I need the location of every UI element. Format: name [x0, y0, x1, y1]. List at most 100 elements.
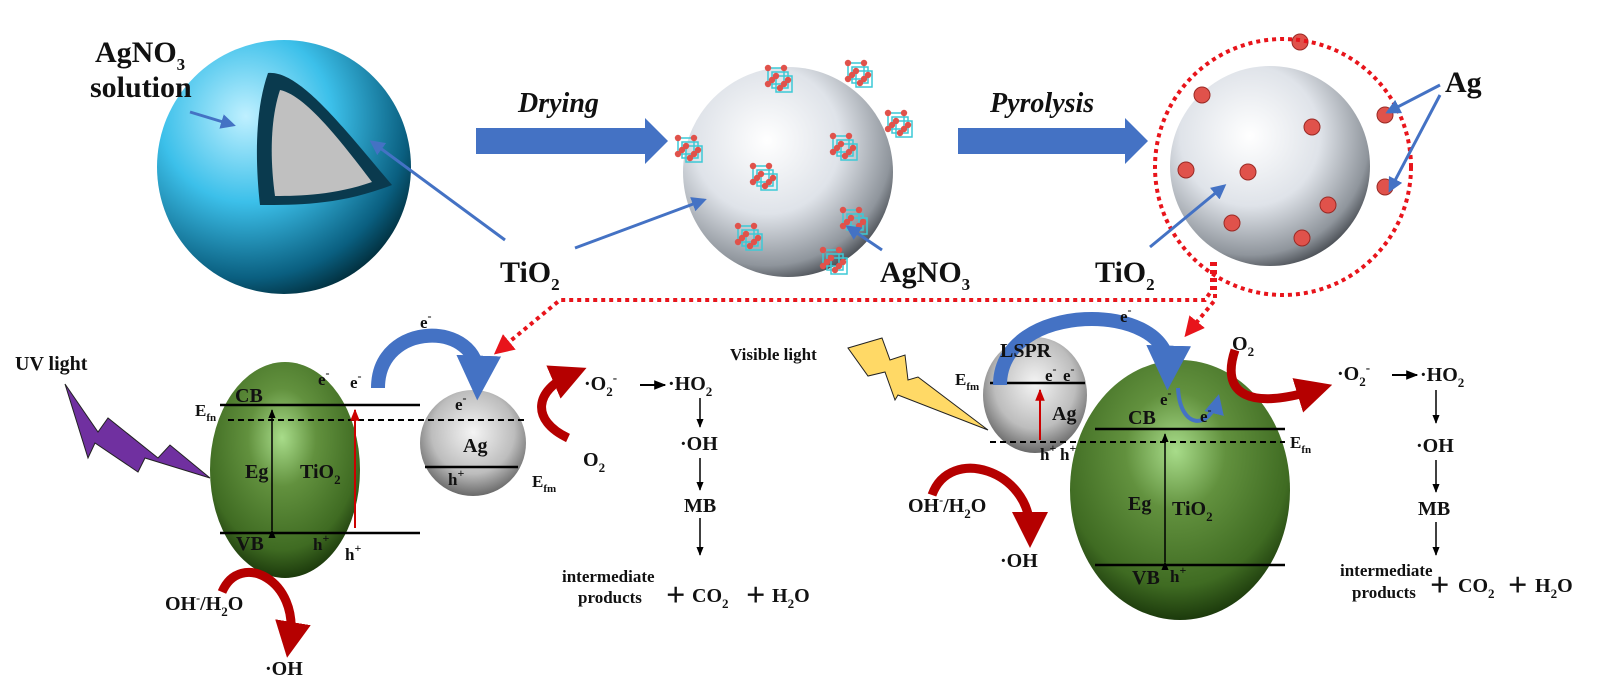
svg-text:e-: e-: [1120, 303, 1132, 326]
svg-text:intermediate: intermediate: [1340, 561, 1433, 580]
svg-text:e-: e-: [420, 309, 432, 332]
pointer-arrow: [574, 197, 707, 250]
uv-lightning-icon: [64, 383, 211, 479]
visible-light-label: Visible light: [730, 345, 817, 364]
ag-nanoparticle: [1177, 161, 1195, 179]
svg-text:·HO2: ·HO2: [668, 373, 712, 399]
svg-text:CO2: CO2: [1458, 575, 1495, 601]
svg-text:Efn: Efn: [1290, 433, 1311, 456]
agno3-crystal-icon: [734, 222, 763, 251]
svg-text:h+: h+: [313, 531, 329, 554]
svg-text:Ag: Ag: [463, 435, 487, 457]
zoom-highlight-circle: [1153, 37, 1413, 297]
svg-text:e-: e-: [1160, 386, 1172, 409]
svg-text:products: products: [1352, 583, 1416, 602]
electron-transfer-arrow: [993, 312, 1191, 391]
svg-text:intermediate: intermediate: [562, 567, 655, 586]
svg-text:TiO2: TiO2: [1172, 498, 1213, 524]
svg-text:OH-/H2O: OH-/H2O: [908, 493, 986, 521]
svg-text:·OH: ·OH: [1000, 550, 1038, 572]
agno3-crystal-icon: [749, 162, 778, 191]
svg-text:H2O: H2O: [1535, 575, 1573, 601]
svg-text:VB: VB: [236, 533, 264, 555]
svg-text:·OH: ·OH: [1416, 435, 1454, 457]
svg-text:Efn: Efn: [195, 401, 216, 424]
svg-text:e-: e-: [318, 366, 330, 389]
pointer-arrow: [1388, 94, 1442, 193]
svg-text:CO2: CO2: [692, 585, 729, 611]
tio2-particle: [210, 362, 360, 578]
agno3-solution-sphere: [157, 40, 411, 294]
pointer-arrow: [1149, 184, 1227, 249]
svg-text:·HO2: ·HO2: [1420, 364, 1464, 390]
hole-oxidation-arrow: [217, 568, 311, 658]
pointer-arrow: [845, 225, 883, 252]
svg-text:H2O: H2O: [772, 585, 810, 611]
svg-text:h+: h+: [345, 541, 361, 564]
dotted-arrow-to-visible: [1184, 262, 1217, 338]
svg-text:h+: h+: [1040, 441, 1056, 464]
svg-text:e-: e-: [1200, 403, 1212, 426]
pyrolysis-arrow: [958, 118, 1148, 164]
ag-nanoparticle: [1223, 214, 1241, 232]
agno3-label: AgNO3: [880, 256, 970, 294]
pointer-arrow: [189, 110, 236, 129]
oxygen-reduction-arrow: [1226, 348, 1333, 413]
svg-text:Eg: Eg: [245, 461, 268, 483]
ag-nanoparticle: [1291, 33, 1309, 51]
electron-transfer-small-arrow: [1176, 387, 1224, 423]
svg-text:e-: e-: [1045, 362, 1057, 385]
hole-oxidation-arrow: [927, 463, 1048, 548]
agno3-crystal-icon: [819, 246, 848, 275]
ag-nanoparticle: [1319, 196, 1337, 214]
svg-text:h+: h+: [448, 466, 464, 489]
svg-text:MB: MB: [1418, 498, 1450, 520]
svg-text:·OH: ·OH: [680, 433, 718, 455]
svg-text:h+: h+: [1060, 441, 1076, 464]
tio2-label: TiO2: [1095, 256, 1155, 294]
dotted-arrow-to-uv: [493, 262, 1214, 355]
svg-text:TiO2: TiO2: [300, 461, 341, 487]
drying-arrow: [476, 118, 668, 164]
svg-text:products: products: [578, 588, 642, 607]
tio2-particle: [1070, 360, 1290, 620]
svg-text:+: +: [1430, 567, 1449, 604]
svg-text:MB: MB: [684, 495, 716, 517]
svg-text:CB: CB: [235, 385, 263, 407]
svg-text:VB: VB: [1132, 567, 1160, 589]
ag-particle: [420, 390, 526, 496]
ag-tio2-sphere: [1153, 33, 1413, 297]
svg-text:e-: e-: [1063, 362, 1075, 385]
agno3-crystal-icon: [674, 134, 703, 163]
ag-nanoparticle: [1193, 86, 1211, 104]
pyrolysis-label: Pyrolysis: [989, 88, 1094, 119]
pointer-arrow: [1385, 83, 1441, 114]
uv-light-label: UV light: [15, 353, 88, 375]
ag-nanoparticle: [1303, 118, 1321, 136]
agno3-crystal-icon: [884, 109, 913, 138]
drying-label: Drying: [517, 88, 599, 119]
svg-text:Ag: Ag: [1052, 403, 1076, 425]
svg-text:OH-/H2O: OH-/H2O: [165, 591, 243, 619]
ag-nanoparticle: [1239, 163, 1257, 181]
tio2-label: TiO2: [500, 256, 560, 294]
agno3-crystal-icon: [764, 64, 793, 93]
svg-text:h+: h+: [1170, 563, 1186, 586]
svg-text:+: +: [666, 577, 685, 614]
svg-text:O2: O2: [1232, 333, 1254, 359]
oxygen-reduction-arrow: [537, 365, 587, 443]
svg-text:+: +: [1508, 567, 1527, 604]
ag-nanoparticle: [1293, 229, 1311, 247]
visible-light-lightning-icon: [847, 337, 989, 431]
ag-label: Ag: [1445, 66, 1482, 99]
svg-text:LSPR: LSPR: [1000, 340, 1052, 362]
svg-text:+: +: [746, 577, 765, 614]
svg-text:Efm: Efm: [955, 370, 979, 393]
svg-text:Eg: Eg: [1128, 493, 1151, 515]
electron-transfer-arrow: [371, 328, 502, 401]
svg-text:·O2-: ·O2-: [1337, 360, 1370, 389]
agno3-crystal-icon: [829, 132, 858, 161]
pointer-arrow: [369, 140, 506, 242]
